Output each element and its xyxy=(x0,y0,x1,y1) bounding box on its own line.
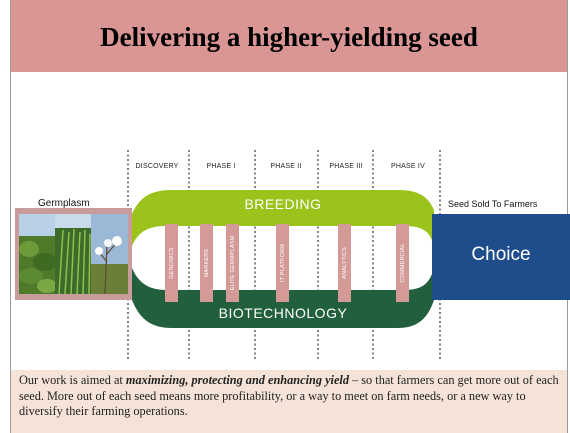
phase-label-phase-3: PHASE III xyxy=(329,163,363,170)
phase-label-phase-4: PHASE IV xyxy=(391,163,425,170)
pillar-it-platform: IT PLATFORM xyxy=(276,224,289,302)
breeding-band xyxy=(132,190,434,246)
summary-rest: – so that farmers can get more out of ea… xyxy=(19,373,559,418)
choice-label: Choice xyxy=(471,244,531,265)
summary-text: Our work is aimed at maximizing, protect… xyxy=(19,373,564,420)
choice-box xyxy=(432,214,570,300)
pillar-analytics: ANALYTICS xyxy=(338,224,351,302)
pillar-genomics: GENOMICS xyxy=(165,224,178,302)
pillar-label: MARKERS xyxy=(203,248,210,278)
seed-sold-label: Seed Sold To Farmers xyxy=(448,199,538,209)
summary-box xyxy=(11,370,567,433)
slide-title: Delivering a higher-yielding seed xyxy=(100,22,478,52)
summary-lead: Our work is aimed at xyxy=(19,373,126,387)
germplasm-label: Germplasm xyxy=(38,198,90,209)
biotechnology-label: BIOTECHNOLOGY xyxy=(218,305,348,321)
pillar-markers: MARKERS xyxy=(200,224,213,302)
pillar-elite-germplasm: ELITE GERMPLASM xyxy=(226,224,239,302)
phase-label-phase-1: PHASE I xyxy=(206,163,236,170)
phase-label-discovery: DISCOVERY xyxy=(135,163,179,170)
title-bar xyxy=(11,0,567,72)
phase-label-phase-2: PHASE II xyxy=(270,163,302,170)
breeding-label: BREEDING xyxy=(244,196,322,212)
pillar-label: ANALYTICS xyxy=(341,247,348,279)
pillar-label: ELITE GERMPLASM xyxy=(229,235,236,291)
pillar-label: COMMERCIAL xyxy=(399,243,406,283)
crop-photos-image xyxy=(19,214,128,294)
pillar-commercial: COMMERCIAL xyxy=(396,224,409,302)
pillar-label: GENOMICS xyxy=(168,247,175,279)
pillar-label: IT PLATFORM xyxy=(279,243,286,283)
summary-emphasis: maximizing, protecting and enhancing yie… xyxy=(125,373,349,387)
